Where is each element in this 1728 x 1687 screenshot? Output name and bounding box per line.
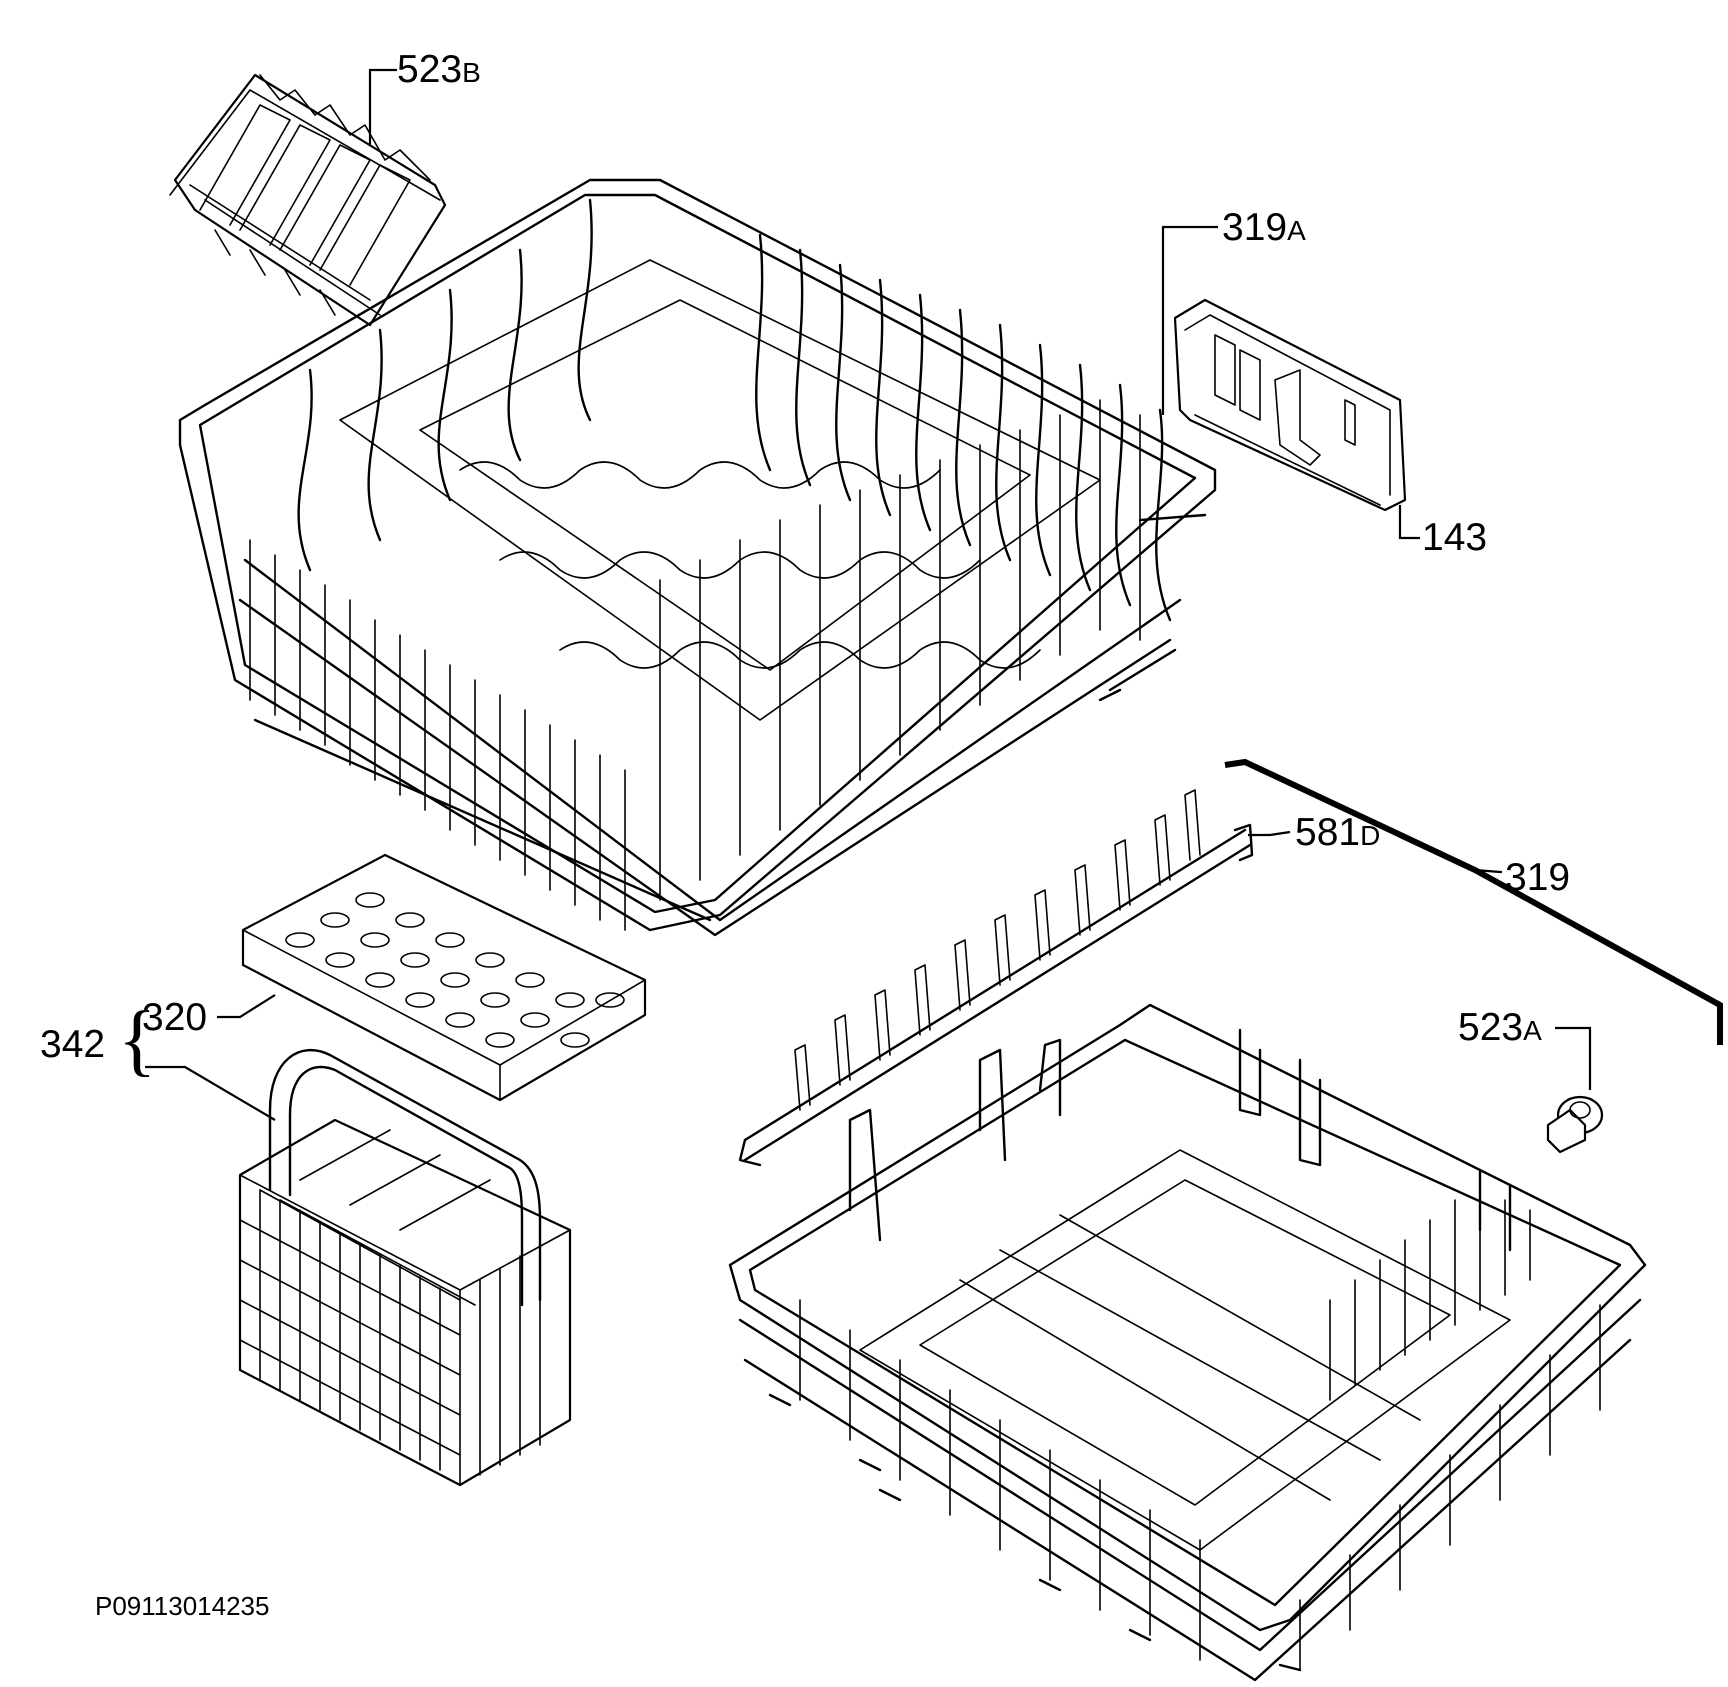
- group-brace: {: [118, 996, 156, 1084]
- part-523a-wheel: [1546, 1095, 1604, 1154]
- part-319a-rail-bracket: [1173, 298, 1407, 512]
- leader-342: [145, 1065, 276, 1121]
- leader-523b: [368, 68, 397, 145]
- leader-319: [1474, 868, 1502, 874]
- callout-581d: 581D: [1295, 811, 1380, 854]
- leader-581d: [1248, 830, 1291, 837]
- cutlery-basket: [238, 1049, 572, 1487]
- callout-143: 143: [1422, 516, 1487, 559]
- leader-319a: [1161, 225, 1218, 415]
- callout-523a: 523A: [1458, 1006, 1542, 1049]
- leader-lines: [145, 68, 1592, 1121]
- callout-342: 342: [40, 1023, 105, 1066]
- callout-523b: 523B: [397, 48, 481, 91]
- callout-319: 319: [1505, 856, 1570, 899]
- callout-labels: 523B 319A 143 581D 319 523A 320 342 { P0…: [40, 48, 1570, 1621]
- part-581d-tine-row: [738, 789, 1254, 1167]
- lower-basket: [728, 1003, 1647, 1682]
- callout-319a: 319A: [1222, 206, 1306, 249]
- callout-320: 320: [142, 996, 207, 1039]
- leader-523a: [1555, 1026, 1592, 1090]
- upper-basket: [178, 178, 1217, 937]
- drawing-code: P09113014235: [95, 1591, 269, 1621]
- leader-320: [217, 994, 276, 1019]
- leader-143: [1398, 505, 1420, 540]
- part-320-cutlery-cover: [241, 853, 647, 1102]
- part-523b-cup-rack: [169, 73, 447, 327]
- part-319-rail: [1224, 758, 1723, 1045]
